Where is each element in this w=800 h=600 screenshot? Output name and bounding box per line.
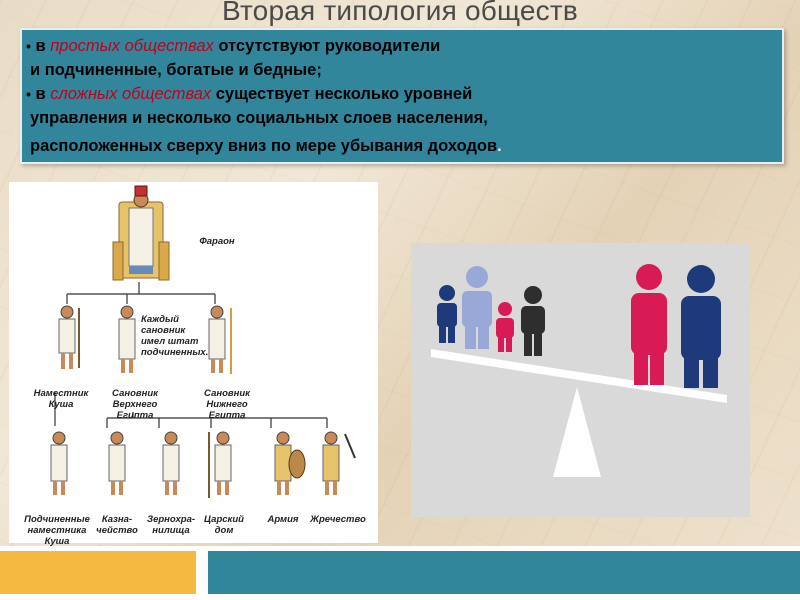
bullet-dot: • <box>26 86 31 102</box>
bullet-complex-line2: управления и несколько социальных слоев … <box>30 109 488 127</box>
figure-kush-subordinates <box>50 431 68 495</box>
text-box: • в простых обществах отсутствуют руково… <box>20 28 784 164</box>
person-icon-navy-large <box>681 265 721 388</box>
figure-royal-house <box>208 431 232 498</box>
bullet-simple-societies: • в простых обществах отсутствуют руково… <box>26 34 440 58</box>
person-icon-crimson-small <box>496 302 514 352</box>
label-army: Армия <box>267 514 299 525</box>
label-kush-governor: Наместник Куша <box>33 388 89 410</box>
figure-treasury <box>108 431 126 495</box>
figure-army <box>274 431 306 495</box>
egypt-hierarchy-image: Фараон Каждый сановник имел штат подчине… <box>9 182 378 547</box>
bullet-period: . <box>497 137 502 155</box>
figure-upper-egypt-official <box>118 305 136 373</box>
footer-accent-teal <box>208 551 800 594</box>
label-pharaoh: Фараон <box>199 236 235 247</box>
seesaw-drawing <box>431 264 727 477</box>
label-lower-egypt-official: Сановник Нижнего Египта <box>203 388 250 421</box>
label-kush-subordinates: Подчиненные наместника Куша <box>24 514 90 547</box>
label-official-note: Каждый сановник имел штат подчиненных. <box>141 314 209 358</box>
slide-title: Вторая типология обществ <box>222 0 578 26</box>
person-icon-lavender <box>462 266 492 349</box>
bullet-dot: • <box>26 38 31 54</box>
inequality-seesaw-image <box>411 243 750 517</box>
bullet-text: отсутствуют руководители <box>213 37 441 55</box>
figure-priesthood <box>322 431 356 495</box>
pharaoh-figure <box>112 185 170 281</box>
bullet-text: в <box>30 85 51 103</box>
bullet-emphasis: простых обществах <box>50 37 214 55</box>
bullet-complex-societies: • в сложных обществах существует несколь… <box>26 82 472 106</box>
person-icon-crimson-large <box>631 264 667 385</box>
bullet-text: в <box>30 37 51 55</box>
hierarchy-connectors <box>54 282 328 428</box>
label-granaries: Зернохра-нилища <box>146 514 196 536</box>
footer-accent-orange <box>0 551 196 594</box>
level2-figures <box>58 305 232 374</box>
bullet-emphasis: сложных обществах <box>50 85 212 103</box>
person-icon-dark <box>521 286 545 356</box>
label-upper-egypt-official: Сановник Верхнего Египта <box>111 388 158 421</box>
bullet-simple-line2: и подчиненные, богатые и бедные; <box>30 61 322 79</box>
figure-lower-egypt-official <box>208 305 232 374</box>
seesaw-pivot <box>553 387 601 477</box>
bullet-text: существует несколько уровней <box>211 85 473 103</box>
label-royal-house: Царский дом <box>204 514 244 536</box>
bullet-text: расположенных сверху вниз по мере убыван… <box>30 137 498 155</box>
figure-kush-governor <box>58 305 80 369</box>
label-treasury: Казна-чейство <box>96 514 138 536</box>
person-icon-navy-small <box>437 285 457 343</box>
bullet-complex-line3: расположенных сверху вниз по мере убыван… <box>30 134 502 158</box>
level3-figures <box>50 431 356 498</box>
figure-granaries <box>162 431 180 495</box>
label-priesthood: Жречество <box>310 514 366 525</box>
hierarchy-drawing <box>50 185 356 498</box>
seesaw-plank <box>431 349 727 403</box>
